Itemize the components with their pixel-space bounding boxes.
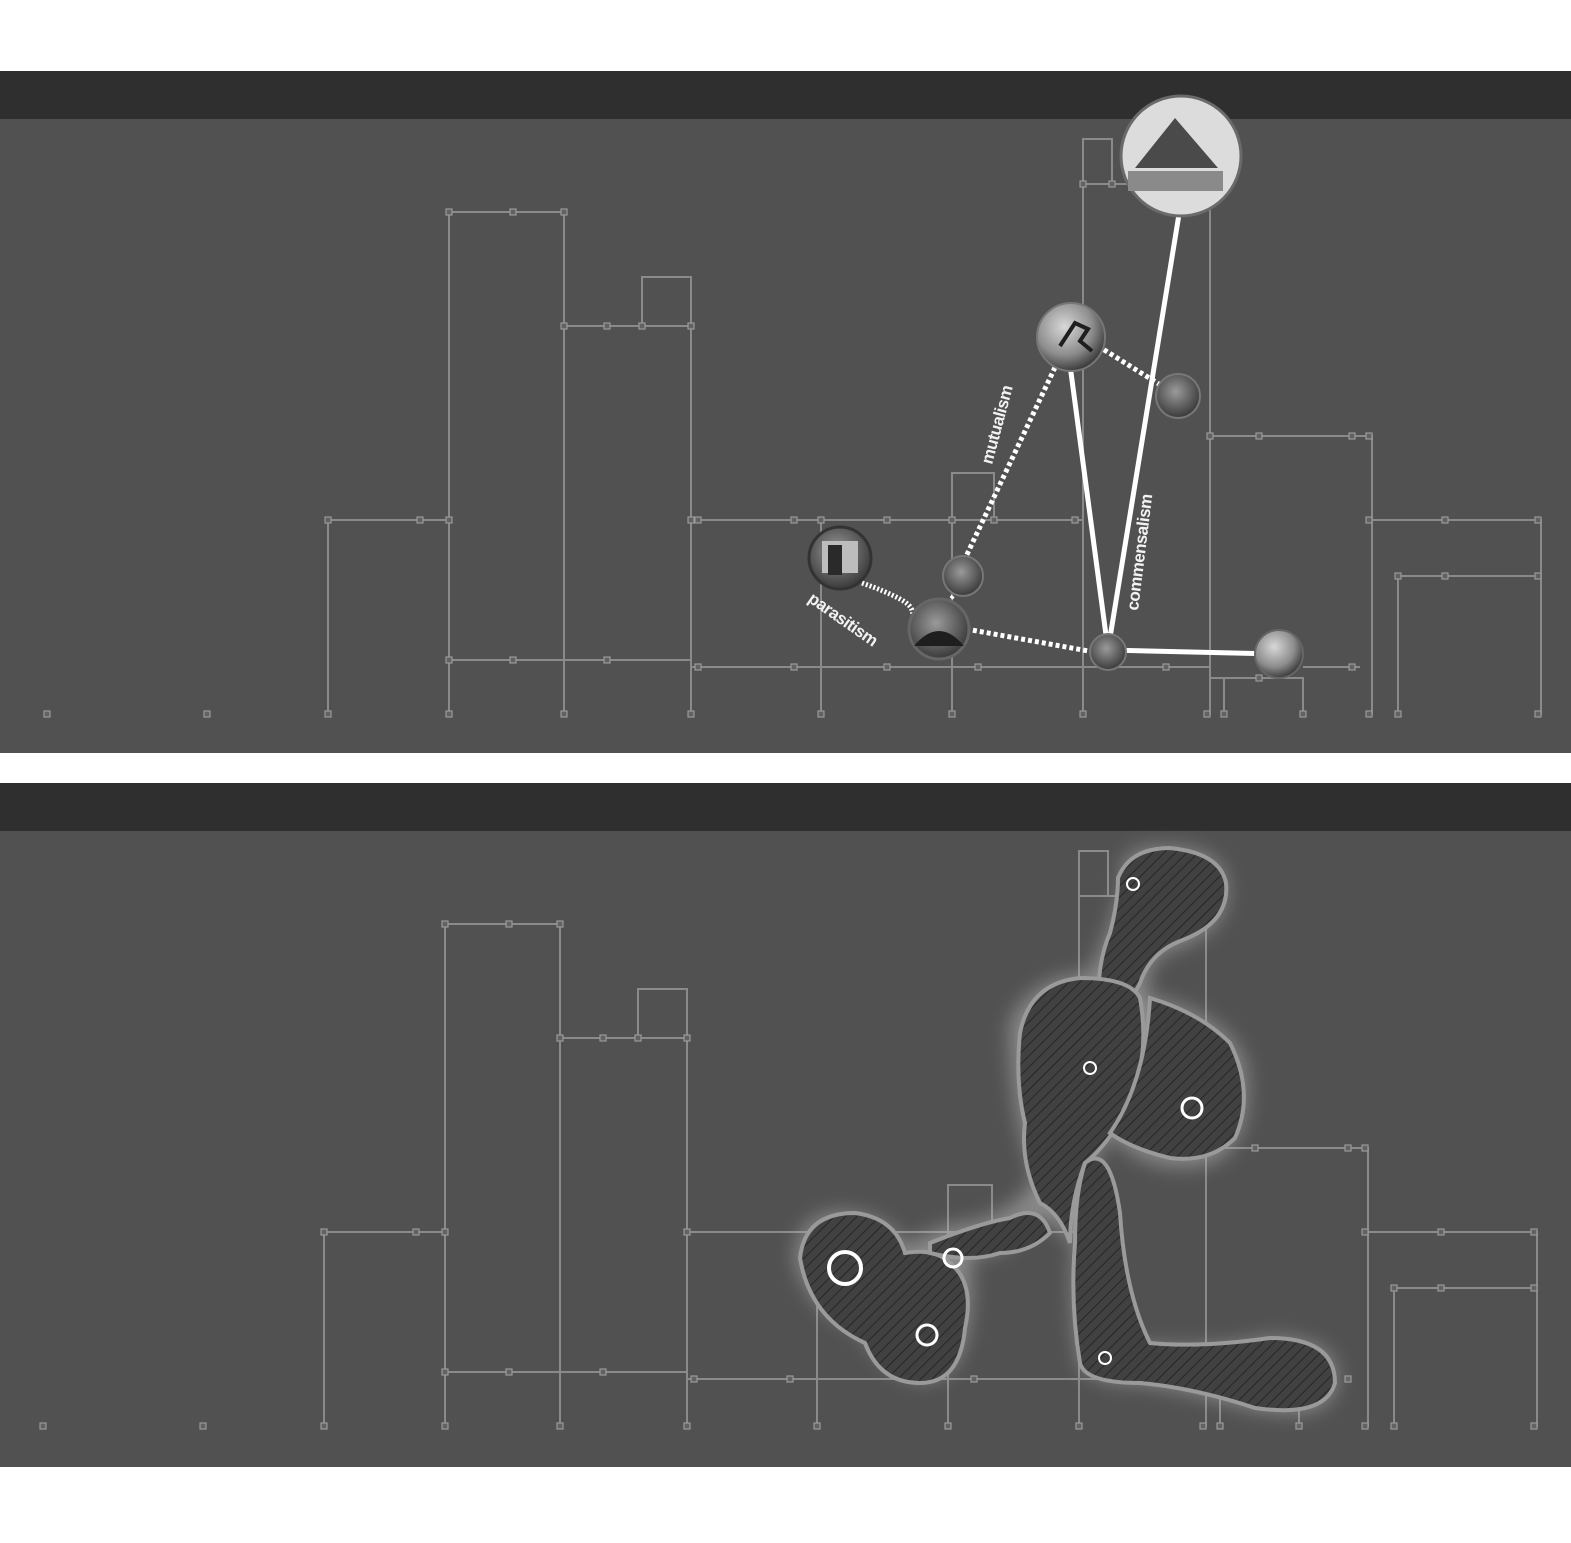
- parasitism-label: parasitism: [805, 589, 882, 651]
- territory-diagram-panel: [0, 783, 1571, 1467]
- parasitism-link: [862, 583, 913, 616]
- commensalism-link: [1108, 650, 1276, 654]
- relationship-diagram-panel: mutualism commensalism parasitism: [0, 71, 1571, 753]
- grid-nodes: [44, 181, 1541, 717]
- territory-blobs: [800, 848, 1335, 1410]
- relationship-nodes: [809, 96, 1303, 678]
- mutualism-label: mutualism: [978, 383, 1017, 466]
- mutualism-link: [966, 629, 1105, 654]
- territory-southeast: [1073, 1159, 1335, 1411]
- skater-photo-node: [1255, 630, 1303, 678]
- figure-photo-node: [943, 556, 983, 596]
- relationship-diagram: mutualism commensalism parasitism: [0, 71, 1571, 753]
- crowd-photo-node: [909, 599, 969, 659]
- runner-photo-node: [1037, 303, 1105, 371]
- relationship-links: [862, 202, 1276, 654]
- walker-photo-node: [1090, 634, 1126, 670]
- territory-diagram: [0, 783, 1571, 1467]
- commensalism-link: [1070, 365, 1108, 650]
- waterfall-photo-node: [1156, 374, 1200, 418]
- commensalism-label: commensalism: [1123, 493, 1156, 612]
